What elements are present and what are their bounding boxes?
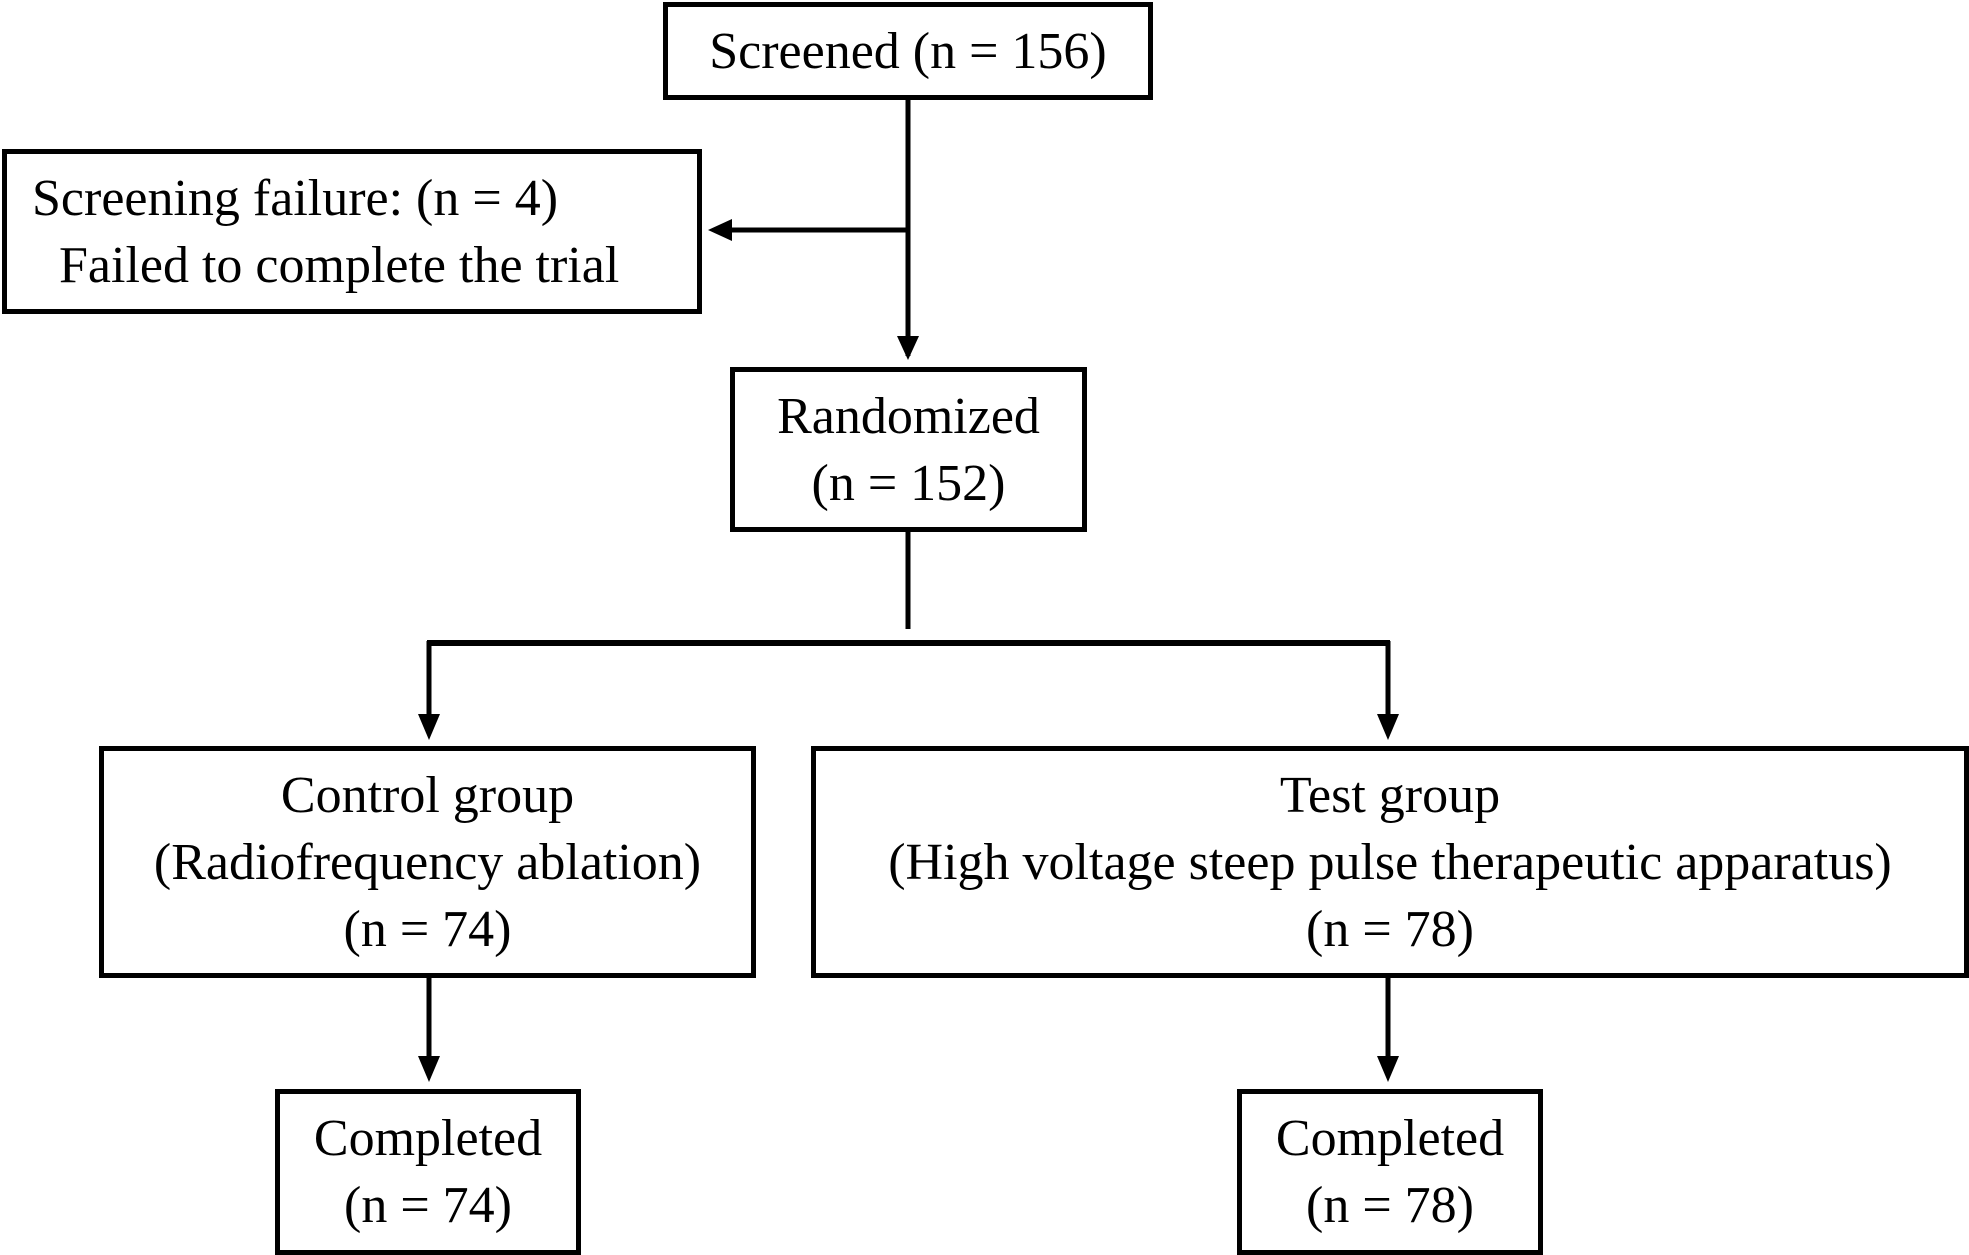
connector-control-to-completed	[418, 978, 440, 1082]
screened-label: Screened (n = 156)	[709, 22, 1107, 80]
randomized-box: Randomized (n = 152)	[730, 367, 1087, 532]
completed-control-count: (n = 74)	[344, 1177, 512, 1234]
connector-split-to-test	[1377, 641, 1399, 740]
test-group-box: Test group (High voltage steep pulse the…	[811, 746, 1969, 978]
screening-failure-label: Screening failure: (n = 4)	[32, 169, 559, 227]
completed-control-box: Completed (n = 74)	[275, 1089, 581, 1255]
screened-box: Screened (n = 156)	[663, 2, 1153, 100]
connector-test-to-completed	[1377, 978, 1399, 1082]
control-group-label: Control group	[280, 766, 575, 824]
completed-test-count: (n = 78)	[1306, 1177, 1474, 1234]
connector-screened-to-failure	[708, 219, 908, 241]
completed-test-label: Completed	[1275, 1110, 1505, 1167]
control-group-box: Control group (Radiofrequency ablation) …	[99, 746, 756, 978]
screening-failure-reason: Failed to complete the trial	[59, 236, 620, 294]
randomized-count: (n = 152)	[811, 454, 1006, 512]
randomized-label: Randomized	[777, 387, 1040, 445]
connector-randomized-to-split	[427, 532, 1390, 646]
completed-test-box: Completed (n = 78)	[1237, 1089, 1543, 1255]
test-group-label: Test group	[1279, 766, 1501, 824]
control-group-count: (n = 74)	[343, 900, 512, 958]
connector-split-to-control	[418, 641, 440, 740]
screening-failure-box: Screening failure: (n = 4) Failed to com…	[2, 149, 702, 314]
test-group-count: (n = 78)	[1306, 900, 1474, 958]
completed-control-label: Completed	[313, 1110, 543, 1167]
control-group-treatment: (Radiofrequency ablation)	[153, 833, 702, 891]
test-group-treatment: (High voltage steep pulse therapeutic ap…	[888, 833, 1892, 891]
